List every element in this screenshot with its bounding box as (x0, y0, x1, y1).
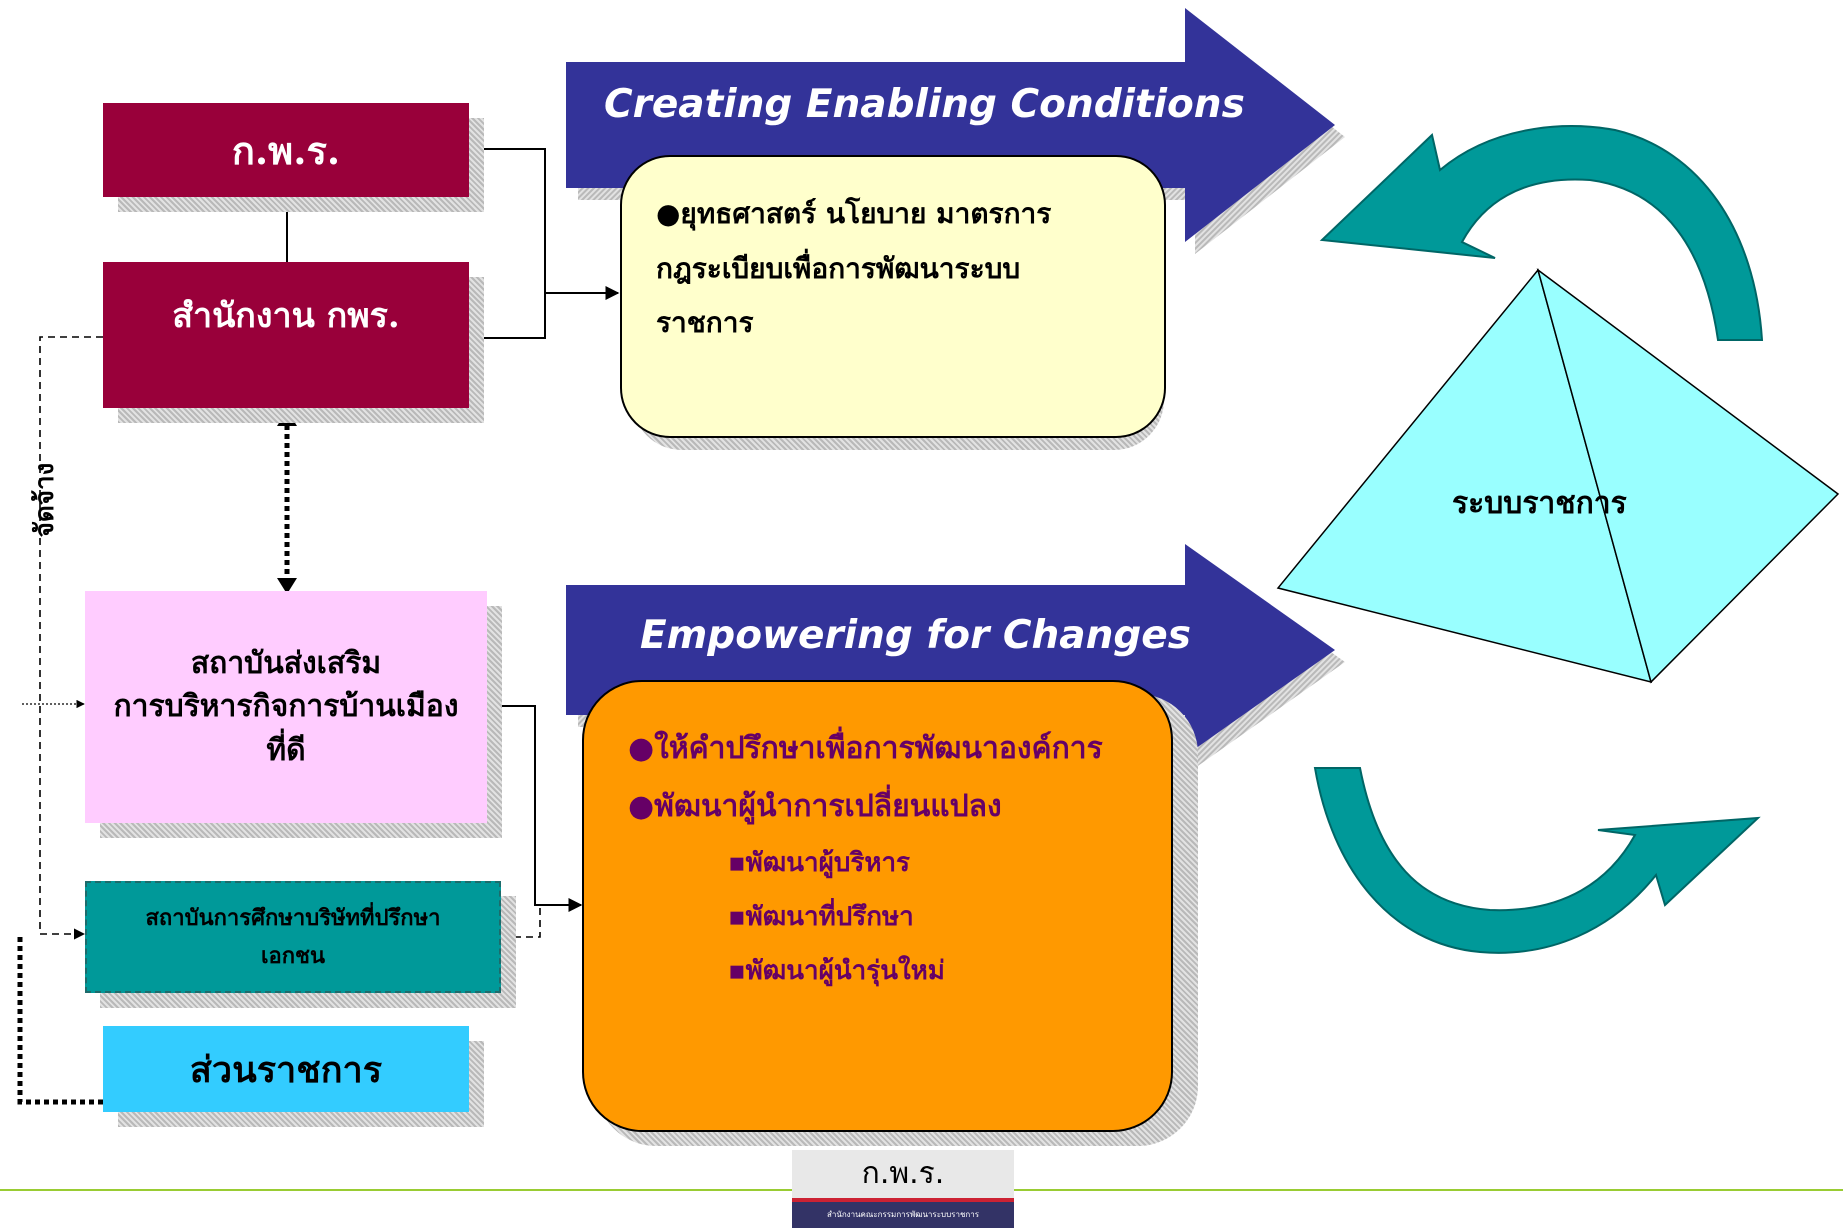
down-arrowhead (277, 578, 297, 594)
institute-to-panel-line (488, 705, 583, 912)
bottom-curve-arrow (1313, 767, 1761, 954)
hiring-dashed-line (39, 336, 103, 940)
bottom-panel: ●ให้คำปรึกษาเพื่อการพัฒนาองค์การ ●พัฒนาผ… (582, 680, 1173, 1132)
bottom-panel-bullet-1: ●ให้คำปรึกษาเพื่อการพัฒนาองค์การ (628, 731, 1103, 766)
footer-logo-subtitle: สำนักงานคณะกรรมการพัฒนาระบบราชการ (792, 1202, 1014, 1228)
pyramid-label: ระบบราชการ (1452, 486, 1627, 521)
footer-logo-title: ก.พ.ร. (792, 1150, 1014, 1198)
bottom-panel-bullet-2: ●พัฒนาผู้นำการเปลี่ยนแปลง (628, 789, 1002, 824)
bottom-panel-sub-2: ▪พัฒนาที่ปรึกษา (728, 902, 914, 932)
top-panel-line-2: กฎระเบียบเพื่อการพัฒนาระบบ (656, 251, 1021, 285)
footer-logo: ก.พ.ร. สำนักงานคณะกรรมการพัฒนาระบบราชการ (792, 1150, 1014, 1228)
top-arrow-title: Creating Enabling Conditions (604, 82, 1245, 127)
opdc-label: สำนักงาน กพร. (172, 296, 400, 336)
agencies-box: ส่วนราชการ (103, 1026, 469, 1112)
private-line-1: สถาบันการศึกษาบริษัทที่ปรึกษา (145, 904, 441, 931)
agencies-dotted-line (17, 935, 103, 1105)
top-panel: ●ยุทธศาสตร์ นโยบาย มาตรการ กฎระเบียบเพื่… (620, 155, 1166, 438)
kpr-to-panel-line (470, 148, 546, 339)
institute-line-1: สถาบันส่งเสริม (190, 645, 382, 681)
private-box: สถาบันการศึกษาบริษัทที่ปรึกษา เอกชน (85, 881, 501, 993)
kpr-label: ก.พ.ร. (231, 127, 341, 173)
top-curve-arrow (1319, 125, 1764, 341)
bottom-arrow-title: Empowering for Changes (640, 613, 1191, 658)
bottom-panel-sub-1: ▪พัฒนาผู้บริหาร (728, 848, 911, 878)
private-line-2: เอกชน (260, 943, 326, 969)
bottom-panel-sub-3: ▪พัฒนาผู้นำรุ่นใหม่ (728, 956, 945, 986)
hiring-label: จัดจ้าง (30, 462, 60, 538)
footer-logo-stripe (792, 1198, 1014, 1202)
institute-box: สถาบันส่งเสริม การบริหารกิจการบ้านเมือง … (85, 591, 487, 823)
top-panel-line-3: ราชการ (656, 306, 754, 340)
institute-line-2: การบริหารกิจการบ้านเมือง (113, 689, 459, 725)
pyramid-right-face (1536, 268, 1840, 684)
agencies-label: ส่วนราชการ (189, 1048, 383, 1091)
kpr-box: ก.พ.ร. (103, 103, 469, 197)
top-panel-line-1: ●ยุทธศาสตร์ นโยบาย มาตรการ (656, 197, 1052, 230)
institute-line-3: ที่ดี (266, 732, 306, 768)
opdc-box: สำนักงาน กพร. (103, 262, 469, 408)
